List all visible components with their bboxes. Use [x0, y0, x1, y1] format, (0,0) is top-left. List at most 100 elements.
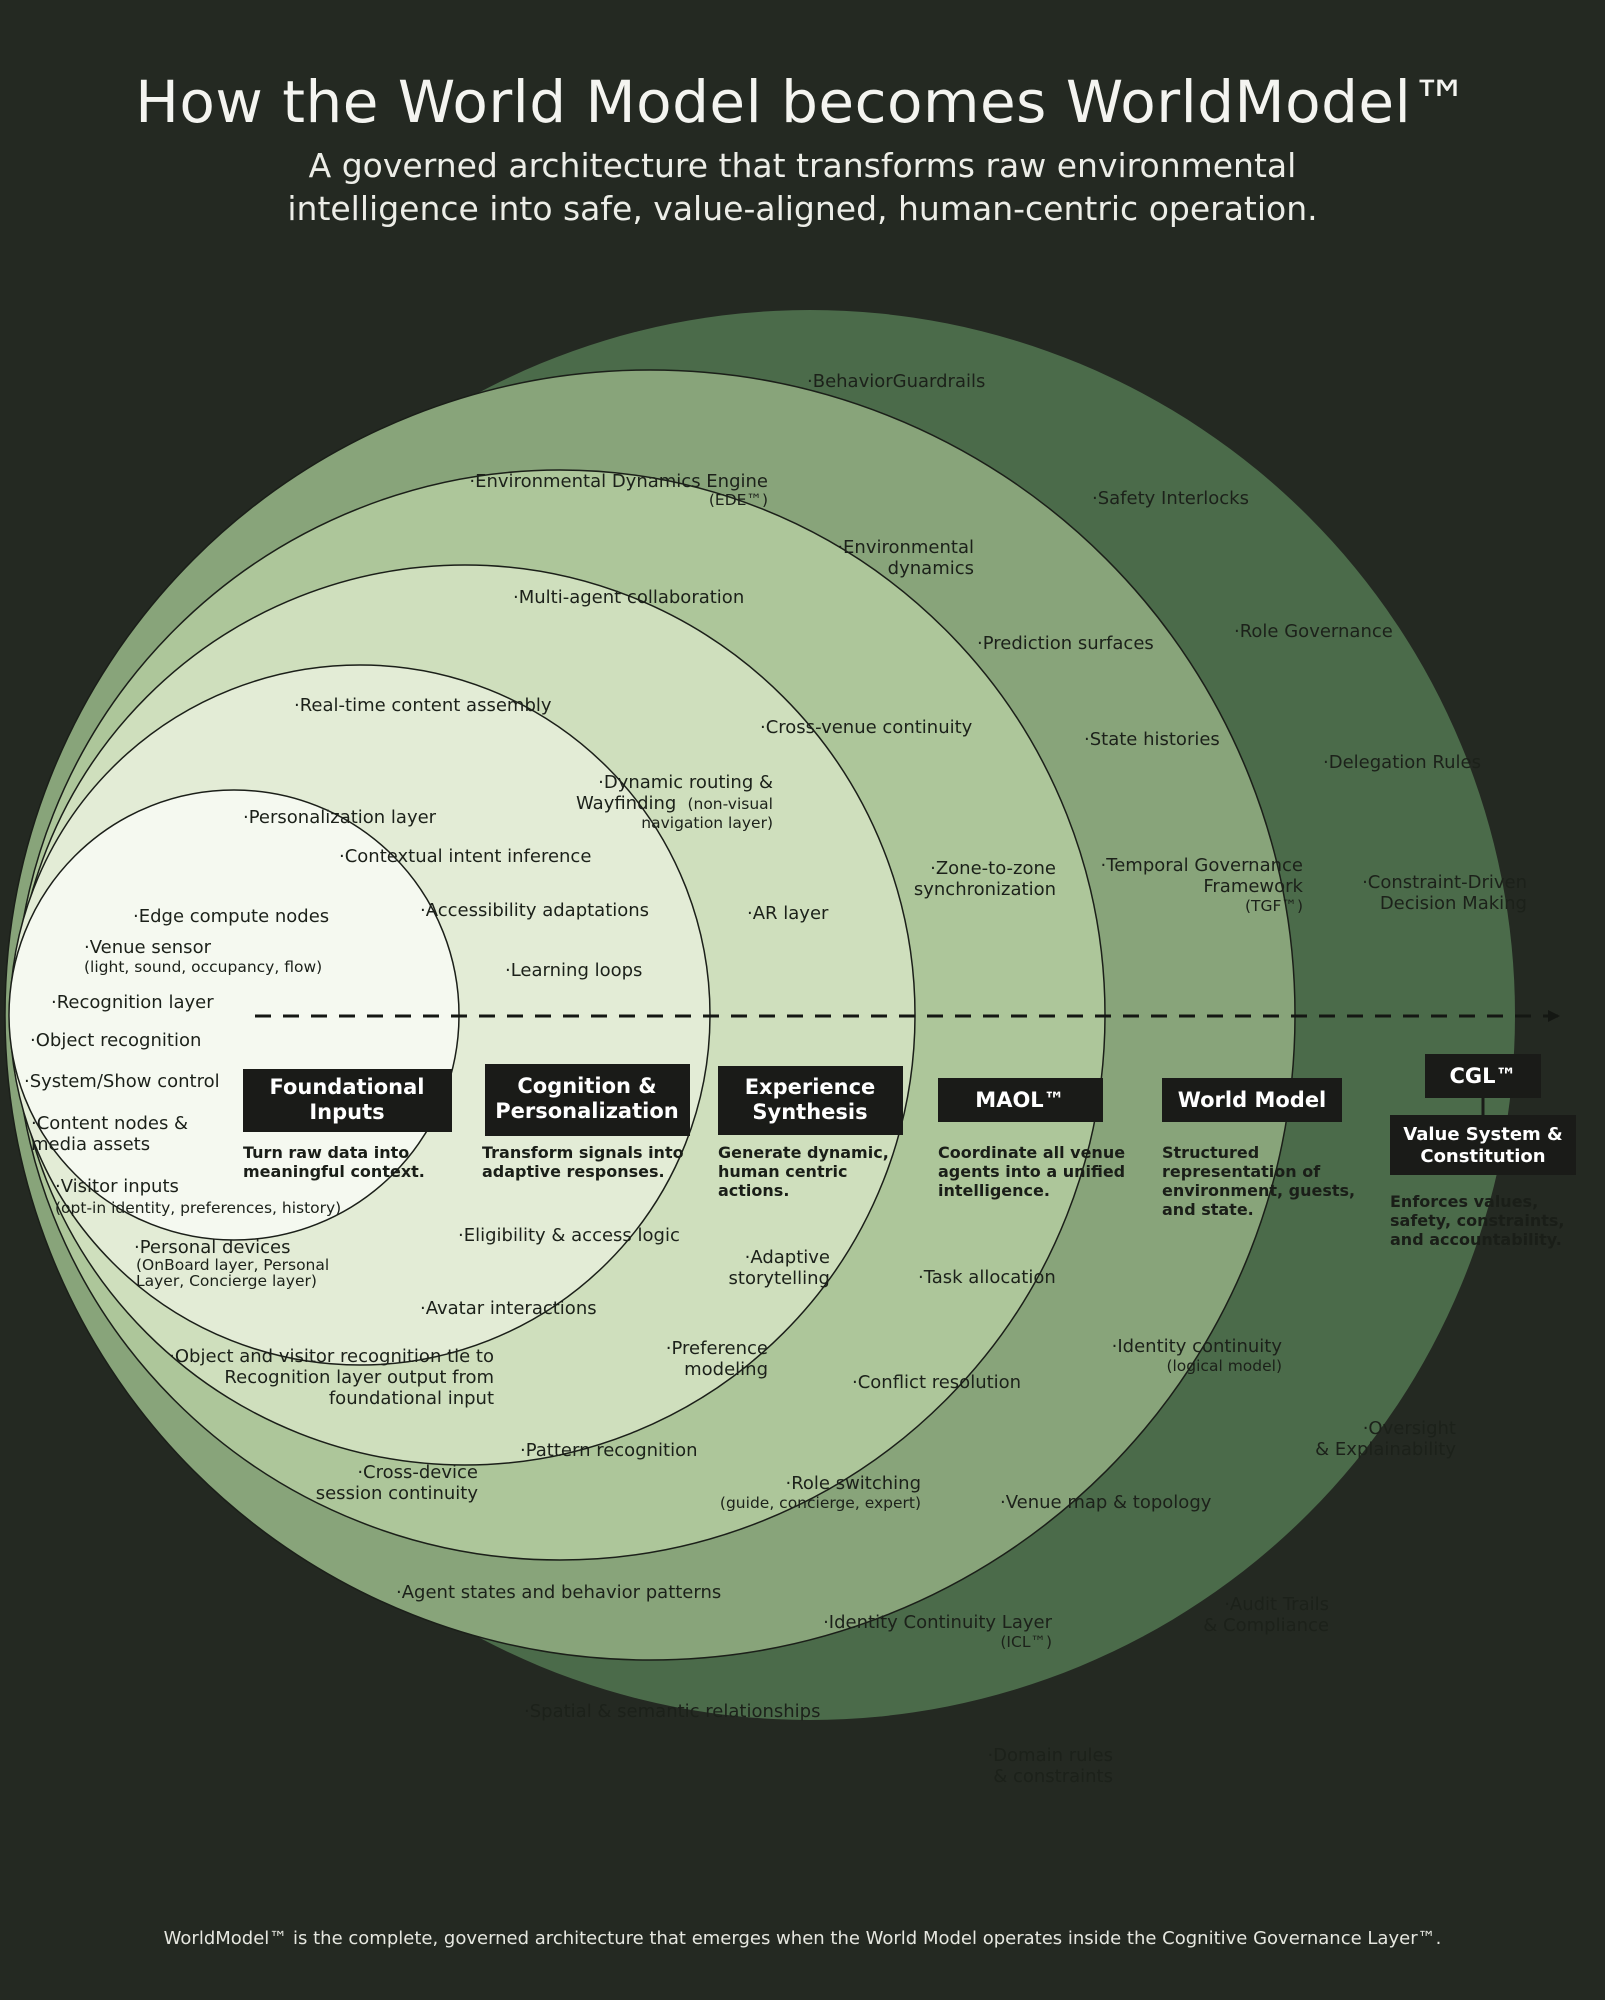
- world-model-title: World Model: [1178, 1088, 1327, 1112]
- item-visitor-inputs-sub: (opt-in identity, preferences, history): [55, 1199, 341, 1217]
- item-constraint-1: ·Constraint-Driven: [1362, 872, 1527, 893]
- item-role-switching-sub: (guide, concierge, expert): [720, 1494, 921, 1512]
- item-adaptive-story-2: storytelling: [729, 1268, 830, 1289]
- item-dynamic-routing-2b: (non-visual: [687, 795, 773, 813]
- item-preference-2: modeling: [684, 1359, 768, 1380]
- item-agent-states: ·Agent states and behavior patterns: [396, 1582, 721, 1603]
- maol-box: MAOL™: [938, 1078, 1103, 1122]
- maol-desc-3: intelligence.: [938, 1181, 1050, 1200]
- item-constraint-2: Decision Making: [1380, 893, 1527, 914]
- footer-note: WorldModel™ is the complete, governed ar…: [163, 1928, 1442, 1949]
- experience-box: Experience Synthesis: [718, 1066, 903, 1135]
- maol-title: MAOL™: [975, 1088, 1064, 1112]
- item-tgf-2: Framework: [1203, 876, 1303, 897]
- item-content-nodes-1: ·Content nodes &: [31, 1113, 188, 1134]
- item-venue-sensor-sub: (light, sound, occupancy, flow): [84, 958, 322, 976]
- item-ede-1: ·Environmental Dynamics Engine: [469, 471, 768, 492]
- item-personal-devices-3: Layer, Concierge layer): [136, 1272, 317, 1290]
- item-eligibility: ·Eligibility & access logic: [458, 1225, 680, 1246]
- item-content-nodes-2: media assets: [31, 1134, 150, 1155]
- item-personalization-layer: ·Personalization layer: [243, 807, 437, 828]
- cognition-title-2: Personalization: [495, 1099, 678, 1123]
- item-tie-3: foundational input: [329, 1388, 494, 1409]
- cgl-sub-2: Constitution: [1420, 1146, 1545, 1167]
- foundational-desc-1: Turn raw data into: [243, 1143, 409, 1162]
- cgl-title: CGL™: [1449, 1064, 1516, 1088]
- item-multi-agent: ·Multi-agent collaboration: [513, 587, 744, 608]
- item-accessibility: ·Accessibility adaptations: [420, 900, 649, 921]
- foundational-title-1: Foundational: [269, 1075, 424, 1099]
- item-oversight-1: ·Oversight: [1363, 1418, 1456, 1439]
- item-dynamic-routing-3: navigation layer): [641, 814, 773, 832]
- item-tie-1: ·Object and visitor recognition tie to: [169, 1346, 494, 1367]
- item-ar-layer: ·AR layer: [747, 903, 829, 924]
- cognition-title-1: Cognition &: [517, 1074, 656, 1098]
- item-task-allocation: ·Task allocation: [918, 1267, 1056, 1288]
- world-model-desc-4: and state.: [1162, 1200, 1254, 1219]
- item-guardrails: ·BehaviorGuardrails: [807, 371, 985, 392]
- cognition-box: Cognition & Personalization: [485, 1064, 690, 1136]
- experience-desc-1: Generate dynamic,: [718, 1143, 889, 1162]
- experience-desc-3: actions.: [718, 1181, 789, 1200]
- item-show-control: ·System/Show control: [24, 1071, 220, 1092]
- item-identity-cont-1: ·Identity continuity: [1112, 1336, 1283, 1357]
- item-personal-devices-1: ·Personal devices: [134, 1237, 290, 1258]
- experience-desc-2: human centric: [718, 1162, 847, 1181]
- item-audit-2: & Compliance: [1203, 1615, 1329, 1636]
- maol-desc-2: agents into a unified: [938, 1162, 1125, 1181]
- item-realtime-content: ·Real-time content assembly: [294, 695, 552, 716]
- world-model-desc-2: representation of: [1162, 1162, 1321, 1181]
- world-model-box: World Model: [1162, 1078, 1342, 1122]
- subtitle-line-1: A governed architecture that transforms …: [308, 146, 1297, 185]
- item-oversight-2: & Explainability: [1315, 1439, 1456, 1460]
- subtitle-line-2: intelligence into safe, value-aligned, h…: [287, 189, 1318, 228]
- item-env-dyn-1: ·Environmental: [837, 537, 974, 558]
- item-audit-1: ·Audit Trails: [1224, 1594, 1329, 1615]
- item-object-recognition: ·Object recognition: [30, 1030, 201, 1051]
- cgl-desc-2: safety, constraints,: [1390, 1211, 1564, 1230]
- item-cross-device-1: ·Cross-device: [357, 1462, 478, 1483]
- item-dynamic-routing-2a: Wayfinding: [576, 793, 676, 814]
- item-env-dyn-2: dynamics: [888, 558, 974, 579]
- cgl-sub-1: Value System &: [1403, 1124, 1563, 1145]
- experience-title-2: Synthesis: [752, 1100, 867, 1124]
- item-role-switching: ·Role switching: [785, 1473, 921, 1494]
- item-tgf-1: ·Temporal Governance: [1101, 855, 1303, 876]
- item-learning-loops: ·Learning loops: [505, 960, 642, 981]
- item-contextual-intent: ·Contextual intent inference: [339, 846, 591, 867]
- item-venue-map: ·Venue map & topology: [1000, 1492, 1212, 1513]
- world-model-desc-3: environment, guests,: [1162, 1181, 1355, 1200]
- item-edge-compute: ·Edge compute nodes: [133, 906, 329, 927]
- cgl-box: CGL™ Value System & Constitution: [1390, 1054, 1576, 1175]
- item-venue-sensor: ·Venue sensor: [84, 937, 212, 958]
- item-ede-2: (EDE™): [709, 491, 768, 509]
- item-tgf-3: (TGF™): [1245, 897, 1303, 915]
- item-icl-1: ·Identity Continuity Layer: [823, 1612, 1053, 1633]
- item-dynamic-routing-2: Wayfinding (non-visual: [576, 793, 773, 814]
- item-recognition-layer: ·Recognition layer: [51, 992, 214, 1013]
- item-pattern-recognition: ·Pattern recognition: [520, 1440, 698, 1461]
- item-spatial: ·Spatial & semantic relationships: [524, 1701, 820, 1722]
- item-avatar: ·Avatar interactions: [420, 1298, 597, 1319]
- world-model-desc-1: Structured: [1162, 1143, 1259, 1162]
- foundational-desc-2: meaningful context.: [243, 1162, 425, 1181]
- item-cross-device-2: session continuity: [316, 1483, 479, 1504]
- experience-title-1: Experience: [745, 1075, 876, 1099]
- cgl-desc-1: Enforces values,: [1390, 1192, 1538, 1211]
- item-adaptive-story-1: ·Adaptive: [745, 1247, 830, 1268]
- item-delegation: ·Delegation Rules: [1323, 752, 1481, 773]
- item-conflict-resolution: ·Conflict resolution: [852, 1372, 1021, 1393]
- item-domain-2: & constraints: [993, 1766, 1113, 1787]
- item-preference-1: ·Preference: [666, 1338, 768, 1359]
- item-cross-venue: ·Cross-venue continuity: [760, 717, 973, 738]
- item-state-histories: ·State histories: [1084, 729, 1220, 750]
- item-zone-1: ·Zone-to-zone: [930, 858, 1056, 879]
- item-dynamic-routing-1: ·Dynamic routing &: [598, 772, 773, 793]
- item-visitor-inputs: ·Visitor inputs: [55, 1176, 179, 1197]
- cgl-desc-3: and accountability.: [1390, 1230, 1562, 1249]
- item-safety: ·Safety Interlocks: [1092, 488, 1249, 509]
- cognition-desc-1: Transform signals into: [482, 1143, 684, 1162]
- item-domain-1: ·Domain rules: [987, 1745, 1113, 1766]
- item-personal-devices-2: (OnBoard layer, Personal: [136, 1256, 329, 1274]
